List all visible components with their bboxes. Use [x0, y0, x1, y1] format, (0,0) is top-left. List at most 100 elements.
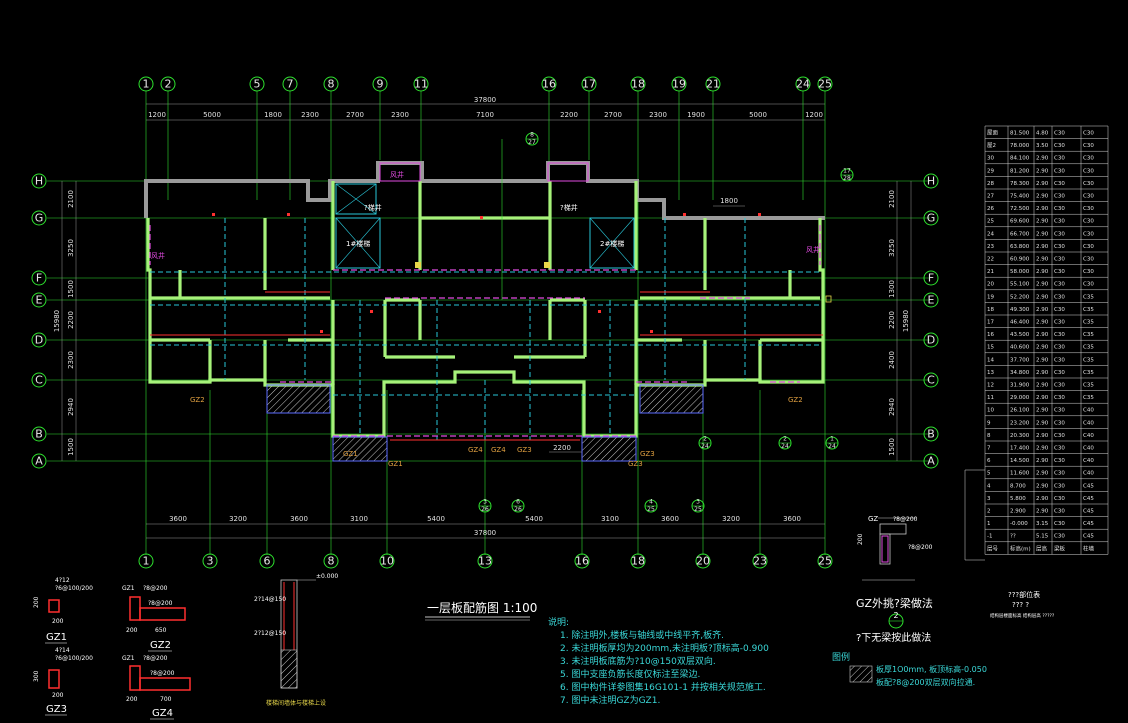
svg-text:16: 16 [575, 555, 589, 568]
floor-table-cell: C30 [1054, 534, 1065, 540]
svg-text:2940: 2940 [67, 398, 75, 416]
floor-table-cell: C30 [1054, 194, 1065, 200]
axis-bubble-right-G: G [923, 210, 939, 226]
svg-text:5000: 5000 [749, 111, 767, 119]
svg-text:?下无梁按此做法: ?下无梁按此做法 [856, 631, 931, 644]
floor-table-cell: C30 [1054, 345, 1065, 351]
svg-text:GZ1: GZ1 [122, 585, 135, 592]
svg-text:24: 24 [781, 443, 789, 450]
floor-table-cell: C35 [1083, 345, 1094, 351]
svg-text:25: 25 [818, 78, 832, 91]
floor-table-cell: C30 [1054, 231, 1065, 237]
floor-table-cell: 2.90 [1036, 408, 1049, 414]
floor-table-cell: 2.90 [1036, 483, 1049, 489]
gz-outrigger-detail: GZ ?8@200 ?8@200 200 GZ外挑?梁做法 2 ?下无梁按此做法 [856, 515, 933, 644]
svg-text:2300: 2300 [649, 111, 667, 119]
callout-8-27: 827 [501, 132, 539, 300]
floor-table-cell: 60.900 [1010, 257, 1030, 263]
floor-table-cell: C30 [1083, 131, 1094, 137]
svg-text:1500: 1500 [67, 280, 75, 298]
svg-text:200: 200 [33, 596, 40, 608]
svg-text:GZ2: GZ2 [150, 640, 171, 651]
floor-table-cell: 26.100 [1010, 408, 1030, 414]
svg-text:3600: 3600 [783, 515, 801, 523]
svg-text:E: E [928, 294, 935, 307]
svg-text:18: 18 [631, 78, 645, 91]
gz-labels: GZ2 GZ1 GZ1 GZ4 GZ3 GZ4 GZ2 GZ3 GZ3 [190, 396, 803, 468]
svg-text:3200: 3200 [229, 515, 247, 523]
axis-bubble-left-E: E [31, 292, 47, 308]
floor-table-cell: 2.90 [1036, 383, 1049, 389]
svg-text:25: 25 [694, 506, 702, 513]
floor-table-cell: 46.400 [1010, 320, 1030, 326]
floor-table-cell: 24 [987, 231, 994, 237]
svg-text:650: 650 [155, 627, 167, 634]
svg-text:结构层楼面标高 结构层高 ?????: 结构层楼面标高 结构层高 ????? [990, 612, 1055, 619]
svg-text:37800: 37800 [474, 529, 496, 537]
room-labels: 风井 ?梯井 ?梯井 1#楼梯 2#楼梯 风井 风井 [151, 170, 820, 260]
svg-text:3200: 3200 [722, 515, 740, 523]
axis-bubble-top-1: 1 [138, 76, 154, 92]
floor-table-cell: C30 [1054, 244, 1065, 250]
floor-table-cell: C30 [1083, 168, 1094, 174]
floor-table-cell: C35 [1083, 357, 1094, 363]
svg-text:11: 11 [414, 78, 428, 91]
floor-table-cell: C30 [1054, 219, 1065, 225]
svg-text:2300: 2300 [67, 351, 75, 369]
floor-table-cell: 30 [987, 156, 994, 162]
svg-text:7: 7 [287, 78, 294, 91]
svg-text:700: 700 [160, 696, 172, 703]
misc-dimensions: 1800 2200 [549, 197, 745, 453]
floor-table-cell: 26 [987, 206, 994, 212]
axis-bubble-top-24: 24 [795, 76, 811, 92]
floor-table-cell: 2.90 [1036, 282, 1049, 288]
svg-text:2400: 2400 [888, 351, 896, 369]
callout-1-24: 124 [825, 436, 839, 450]
floor-table-cell: 4 [987, 483, 991, 489]
svg-text:GZ1: GZ1 [388, 460, 403, 468]
svg-text:GZ1: GZ1 [122, 655, 135, 662]
svg-text:?6@100/200: ?6@100/200 [55, 585, 93, 592]
svg-text:24: 24 [796, 78, 810, 91]
callout-2-24b: 224 [778, 436, 792, 450]
svg-text:24: 24 [701, 443, 709, 450]
svg-text:2200: 2200 [553, 444, 571, 452]
floor-table-cell: 34.800 [1010, 370, 1030, 376]
top-axis-bubbles: 1 2 5 7 8 9 11 16 17 18 19 21 24 25 [138, 76, 833, 92]
svg-text:B: B [35, 428, 43, 441]
svg-text:24: 24 [828, 443, 836, 450]
floor-table-cell: 9 [987, 420, 991, 426]
floor-table-cell: C30 [1054, 395, 1065, 401]
axis-bubble-top-7: 7 [282, 76, 298, 92]
svg-text:26: 26 [514, 506, 522, 513]
axis-bubble-top-16: 16 [541, 76, 557, 92]
floor-table-cell: 58.000 [1010, 269, 1030, 275]
svg-text:2200: 2200 [67, 311, 75, 329]
svg-text:B: B [927, 428, 935, 441]
axis-bubble-right-B: B [923, 426, 939, 442]
svg-text:?8@200: ?8@200 [893, 516, 918, 523]
floor-table-cell: 2.90 [1036, 395, 1049, 401]
floor-table-cell: C30 [1083, 194, 1094, 200]
vertical-grid-lines [145, 91, 826, 555]
gz2-section: GZ1 ?8@200 ?8@200 200 650 GZ2 [122, 585, 186, 652]
floor-table-cell: 40.600 [1010, 345, 1030, 351]
svg-text:16: 16 [542, 78, 556, 91]
floor-table-cell: 66.700 [1010, 231, 1030, 237]
hatched-areas [266, 384, 704, 462]
svg-text:3100: 3100 [350, 515, 368, 523]
floor-table-cell: 75.400 [1010, 194, 1030, 200]
svg-text:300: 300 [33, 670, 40, 682]
floor-table-cell: 2.90 [1036, 433, 1049, 439]
svg-text:17: 17 [843, 168, 851, 175]
svg-text:8: 8 [328, 78, 335, 91]
beam-lines [150, 218, 820, 440]
svg-text:一层板配筋图 1:100: 一层板配筋图 1:100 [427, 600, 537, 615]
floor-table-cell: 2.90 [1036, 156, 1049, 162]
floor-table-cell: C30 [1054, 383, 1065, 389]
svg-text:2700: 2700 [604, 111, 622, 119]
axis-bubble-right-E: E [923, 292, 939, 308]
svg-text:2200: 2200 [888, 311, 896, 329]
drawing-title: 一层板配筋图 1:100 [425, 600, 537, 621]
